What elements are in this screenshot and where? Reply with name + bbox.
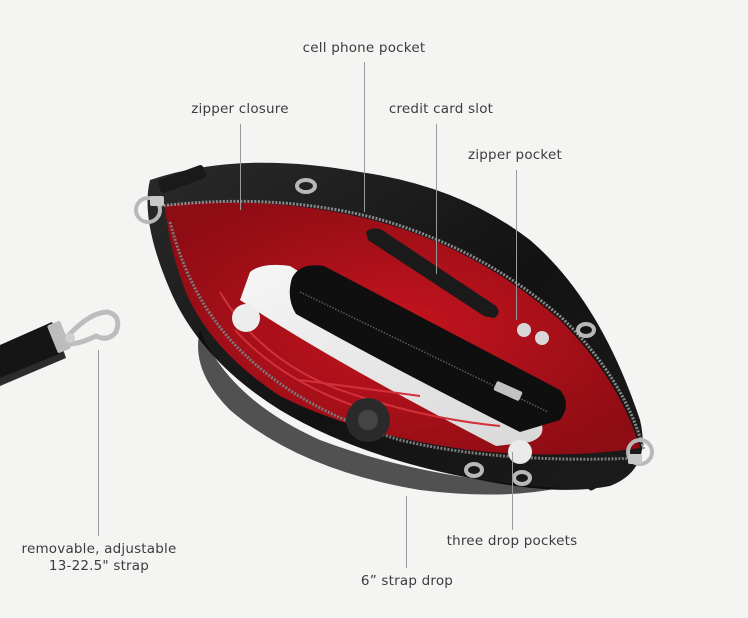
leader-credit-card-slot	[436, 124, 437, 274]
label-zipper-pocket: zipper pocket	[468, 147, 562, 163]
strap-connector	[47, 321, 71, 353]
wallet	[289, 265, 566, 432]
leader-cell-phone-pocket	[364, 62, 365, 212]
zipper-slider-left	[150, 196, 164, 206]
label-strap-line1: removable, adjustable	[21, 541, 177, 557]
zipper-pocket-pull-1	[517, 323, 531, 337]
grommet-bottom-right	[512, 470, 532, 486]
leader-strap	[98, 350, 99, 536]
grommet-top	[295, 178, 317, 194]
lotion-cap	[232, 304, 260, 332]
label-credit-card-slot: credit card slot	[388, 101, 494, 117]
zipper-slider-right	[628, 454, 642, 464]
label-strap-line2: 13-22.5" strap	[48, 558, 150, 574]
zipper-pocket-pull-2	[535, 331, 549, 345]
label-three-drop-pockets: three drop pockets	[446, 533, 578, 549]
label-cell-phone-pocket: cell phone pocket	[302, 40, 426, 56]
cell-phone	[366, 228, 499, 318]
lobster-clasp	[65, 309, 121, 347]
lip-balm	[508, 440, 532, 464]
zipper-tab-right	[584, 459, 628, 491]
leader-zipper-closure	[240, 124, 241, 210]
label-zipper-closure: zipper closure	[191, 101, 289, 117]
leader-zipper-pocket	[516, 170, 517, 320]
removable-strap	[0, 309, 121, 386]
grommet-right	[576, 322, 596, 338]
wallet-zipper-pull	[493, 381, 523, 401]
leader-strap-drop	[406, 496, 407, 568]
zipper-tab-left	[157, 165, 207, 193]
grommet-bottom-left	[464, 462, 484, 478]
leader-three-drop-pockets	[512, 452, 513, 530]
hardware	[134, 178, 654, 486]
label-strap-drop: 6” strap drop	[360, 573, 454, 589]
label-strap: removable, adjustable 13-22.5" strap	[18, 541, 180, 575]
zipper-track	[159, 199, 646, 451]
d-ring-left	[134, 196, 162, 224]
